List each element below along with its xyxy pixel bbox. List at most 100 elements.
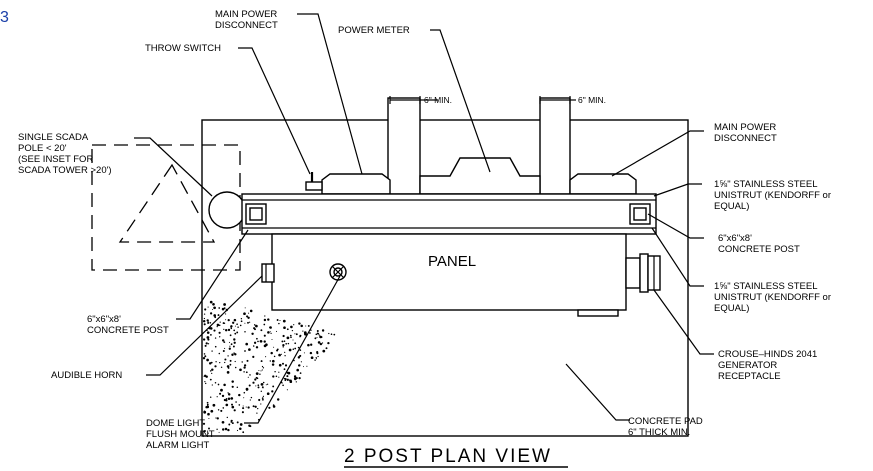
stipple-dot — [317, 332, 320, 335]
stipple-dot — [216, 323, 220, 327]
stipple-dot — [207, 306, 209, 308]
stipple-dot — [218, 307, 221, 309]
stipple-dot — [315, 356, 317, 359]
stipple-dot — [204, 381, 206, 383]
stipple-dot — [282, 343, 285, 347]
stipple-dot — [231, 353, 234, 356]
stipple-dot — [299, 354, 302, 357]
stipple-dot — [265, 356, 267, 358]
callout-concrete-pad-line-0: CONCRETE PAD — [628, 416, 703, 427]
stipple-dot — [222, 407, 225, 409]
stipple-dot — [242, 431, 245, 434]
stipple-dot — [214, 365, 217, 368]
stipple-dot — [228, 423, 231, 426]
stipple-dot — [245, 342, 249, 346]
stipple-dot — [317, 355, 319, 358]
concrete-post-left-inner — [249, 207, 263, 221]
stipple-dot — [294, 347, 297, 350]
stipple-dot — [244, 322, 246, 324]
stipple-dot — [252, 355, 255, 358]
stipple-dot — [289, 334, 292, 337]
stipple-dot — [206, 331, 210, 334]
stipple-dot — [272, 375, 274, 377]
stipple-dot — [257, 386, 260, 389]
stipple-dot — [303, 352, 305, 354]
callout-throw-switch-line-0: THROW SWITCH — [145, 43, 221, 54]
stipple-dot — [278, 353, 281, 357]
stipple-dot — [242, 407, 245, 410]
stipple-dot — [250, 396, 253, 399]
stipple-dot — [209, 321, 212, 324]
stipple-dot — [272, 385, 275, 388]
stipple-dot — [226, 416, 228, 419]
panel-body — [271, 233, 627, 311]
stipple-dot — [213, 329, 216, 332]
gravel-stipple — [202, 300, 336, 434]
callout-concrete-pad-line-1: 6" THICK MIN. — [628, 427, 690, 438]
stipple-dot — [210, 361, 213, 364]
callout-generator-receptacle-line-2: RECEPTACLE — [718, 371, 781, 382]
stipple-dot — [286, 371, 289, 374]
stipple-dot — [240, 318, 243, 320]
stipple-dot — [255, 324, 258, 328]
stipple-dot — [215, 417, 217, 419]
stipple-dot — [243, 371, 245, 373]
stipple-dot — [212, 403, 216, 407]
stipple-dot — [291, 329, 294, 332]
stipple-dot — [261, 365, 264, 368]
stipple-dot — [278, 371, 280, 373]
stipple-dot — [211, 372, 213, 375]
stipple-dot — [237, 326, 239, 328]
stipple-dot — [220, 388, 223, 392]
stipple-dot — [284, 351, 286, 354]
stipple-dot — [219, 321, 221, 323]
stipple-dot — [292, 339, 294, 341]
stipple-dot — [265, 384, 267, 386]
stipple-dot — [218, 352, 221, 355]
right-mast — [539, 97, 571, 195]
stipple-dot — [216, 428, 218, 431]
stipple-dot — [223, 383, 226, 387]
stipple-dot — [204, 355, 207, 358]
stipple-dot — [310, 329, 312, 331]
stipple-dot — [294, 333, 296, 335]
stipple-dot — [253, 341, 257, 344]
stipple-dot — [239, 324, 242, 327]
stipple-dot — [228, 347, 231, 350]
stipple-dot — [328, 332, 330, 335]
stipple-dot — [223, 307, 226, 309]
stipple-dot — [225, 397, 228, 400]
stipple-dot — [246, 359, 249, 362]
stipple-dot — [207, 412, 210, 416]
stipple-dot — [231, 380, 234, 383]
callout-unistrut-bottom-line-2: EQUAL) — [714, 303, 749, 314]
scada-pole-circle — [208, 191, 246, 229]
stipple-dot — [315, 358, 317, 360]
stipple-dot — [299, 349, 302, 351]
stipple-dot — [256, 337, 258, 340]
stipple-dot — [217, 383, 220, 386]
callout-concrete-post-right-line-0: 6"x6"x8' — [718, 233, 752, 244]
stipple-dot — [229, 334, 232, 337]
stipple-dot — [316, 329, 319, 333]
stipple-dot — [290, 325, 293, 329]
stipple-dot — [248, 384, 251, 387]
stipple-dot — [238, 404, 241, 406]
stipple-dot — [302, 330, 304, 332]
stipple-dot — [286, 389, 288, 391]
stipple-dot — [220, 366, 223, 369]
stipple-dot — [290, 336, 292, 339]
stipple-dot — [230, 327, 233, 330]
stipple-dot — [230, 397, 234, 400]
stipple-dot — [256, 412, 258, 414]
stipple-dot — [299, 335, 301, 338]
stipple-dot — [280, 353, 283, 355]
stipple-dot — [211, 384, 213, 386]
stipple-dot — [229, 345, 231, 347]
callout-dome-light-line-1: FLUSH MOUNT — [146, 429, 215, 440]
stipple-dot — [257, 384, 260, 387]
stipple-dot — [216, 417, 219, 420]
dimension-right — [539, 96, 576, 104]
stipple-dot — [204, 382, 207, 385]
dimension-left — [389, 96, 438, 104]
